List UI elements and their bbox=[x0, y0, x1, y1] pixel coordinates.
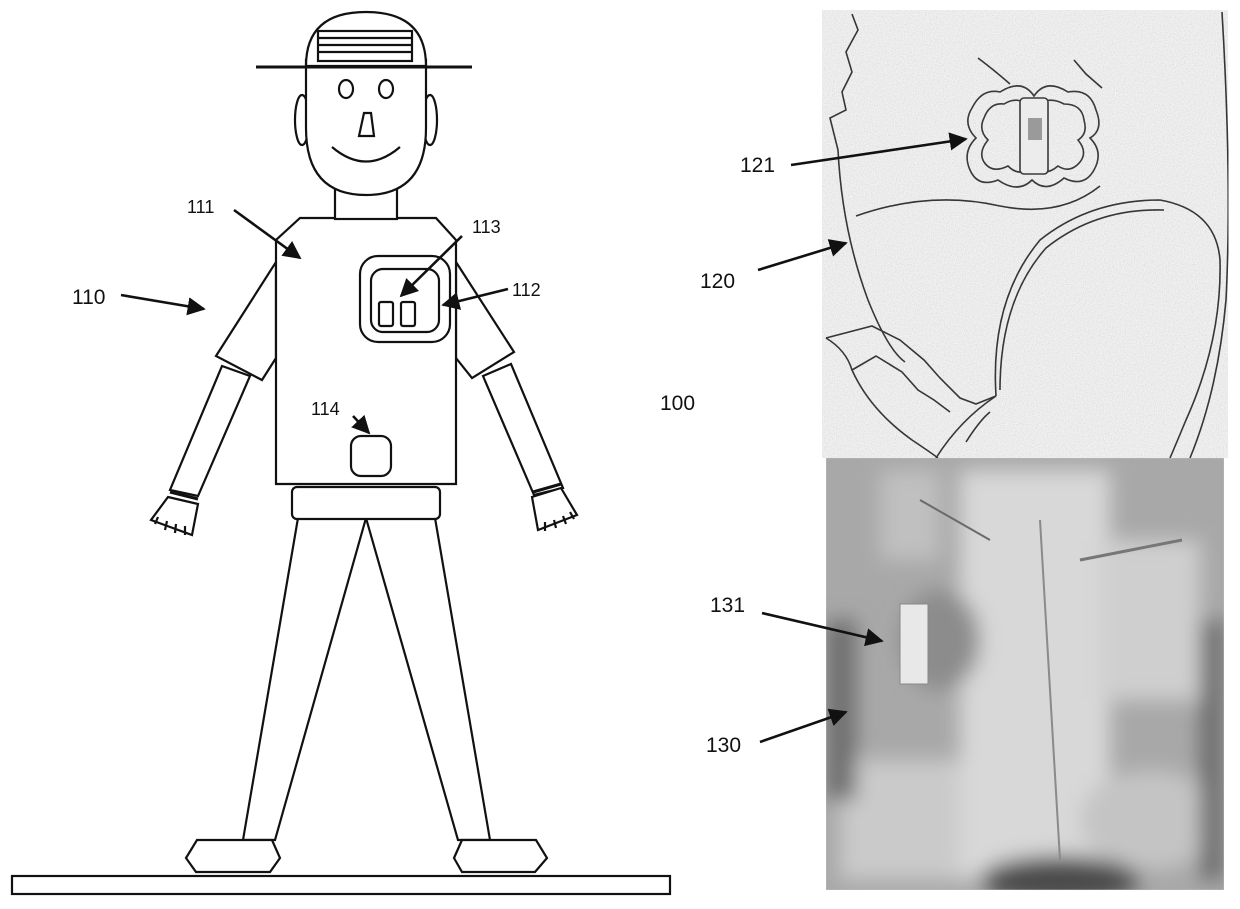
left-arm bbox=[170, 366, 250, 496]
right-foot bbox=[454, 840, 547, 872]
label-implant: 131 bbox=[710, 594, 745, 617]
right-hand bbox=[532, 488, 577, 531]
skin-sketch bbox=[822, 10, 1228, 458]
label-system: 100 bbox=[660, 392, 695, 415]
right-leg bbox=[366, 518, 490, 840]
label-shirt: 111 bbox=[187, 197, 214, 217]
label-xray-image: 130 bbox=[706, 734, 741, 757]
ground-platform bbox=[12, 876, 670, 894]
right-sleeve bbox=[456, 262, 514, 378]
waist-band bbox=[292, 487, 440, 519]
right-eye bbox=[379, 80, 393, 98]
left-hand bbox=[151, 497, 198, 535]
implant bbox=[900, 604, 928, 684]
left-eye bbox=[339, 80, 353, 98]
left-foot bbox=[186, 840, 280, 872]
waist-device bbox=[351, 436, 391, 476]
label-person: 110 bbox=[72, 286, 105, 309]
label-waist-device: 114 bbox=[311, 399, 340, 419]
label-pocket-device: 113 bbox=[472, 217, 501, 237]
left-sleeve bbox=[216, 262, 276, 380]
callout-130: 130 bbox=[706, 712, 846, 757]
label-skin-patch: 121 bbox=[740, 154, 775, 177]
label-pocket: 112 bbox=[512, 280, 541, 300]
xray-image bbox=[826, 458, 1224, 904]
pocket-module-left bbox=[379, 302, 393, 326]
left-leg bbox=[243, 518, 366, 840]
pocket-module-right bbox=[401, 302, 415, 326]
person-illustration bbox=[12, 12, 670, 894]
callout-110: 110 bbox=[72, 286, 204, 309]
label-skin-photo: 120 bbox=[700, 270, 735, 293]
hat bbox=[256, 12, 472, 67]
right-arm bbox=[483, 364, 563, 495]
